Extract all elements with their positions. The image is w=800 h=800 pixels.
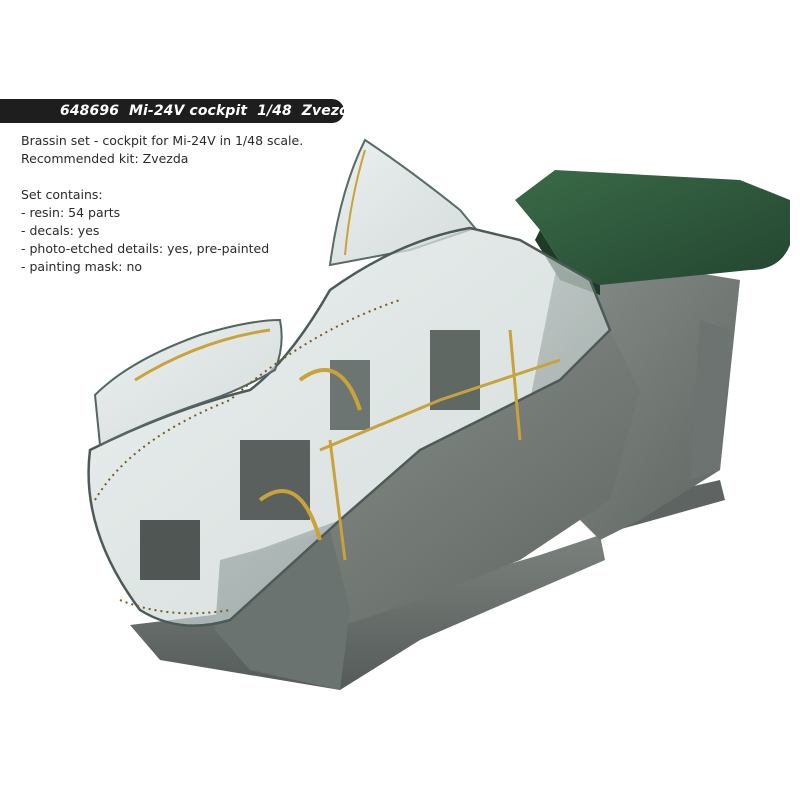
title-banner: 648696 Mi-24V cockpit 1/48 Zvezda	[0, 99, 359, 123]
green-cover-shape	[515, 170, 790, 285]
contents-item-mask: - painting mask: no	[21, 259, 143, 274]
product-description: Brassin set - cockpit for Mi-24V in 1/48…	[21, 132, 303, 276]
front-canopy-glass-shape	[93, 318, 283, 447]
contents-item-photo-etch: - photo-etched details: yes, pre-painted	[21, 241, 270, 256]
instrument-panel-shape	[240, 440, 310, 520]
contents-heading: Set contains:	[21, 187, 103, 202]
rear-body-side-shape	[690, 320, 730, 480]
photo-etch-frame-shape	[298, 368, 362, 411]
recommended-kit: Recommended kit: Zvezda	[21, 151, 189, 166]
rear-canopy-glass-shape	[328, 138, 477, 267]
contents-item-decals: - decals: yes	[21, 223, 100, 238]
product-title: 648696 Mi-24V cockpit 1/48 Zvezda	[60, 103, 359, 119]
contents-item-resin: - resin: 54 parts	[21, 205, 121, 220]
description-line: Brassin set - cockpit for Mi-24V in 1/48…	[21, 133, 304, 148]
